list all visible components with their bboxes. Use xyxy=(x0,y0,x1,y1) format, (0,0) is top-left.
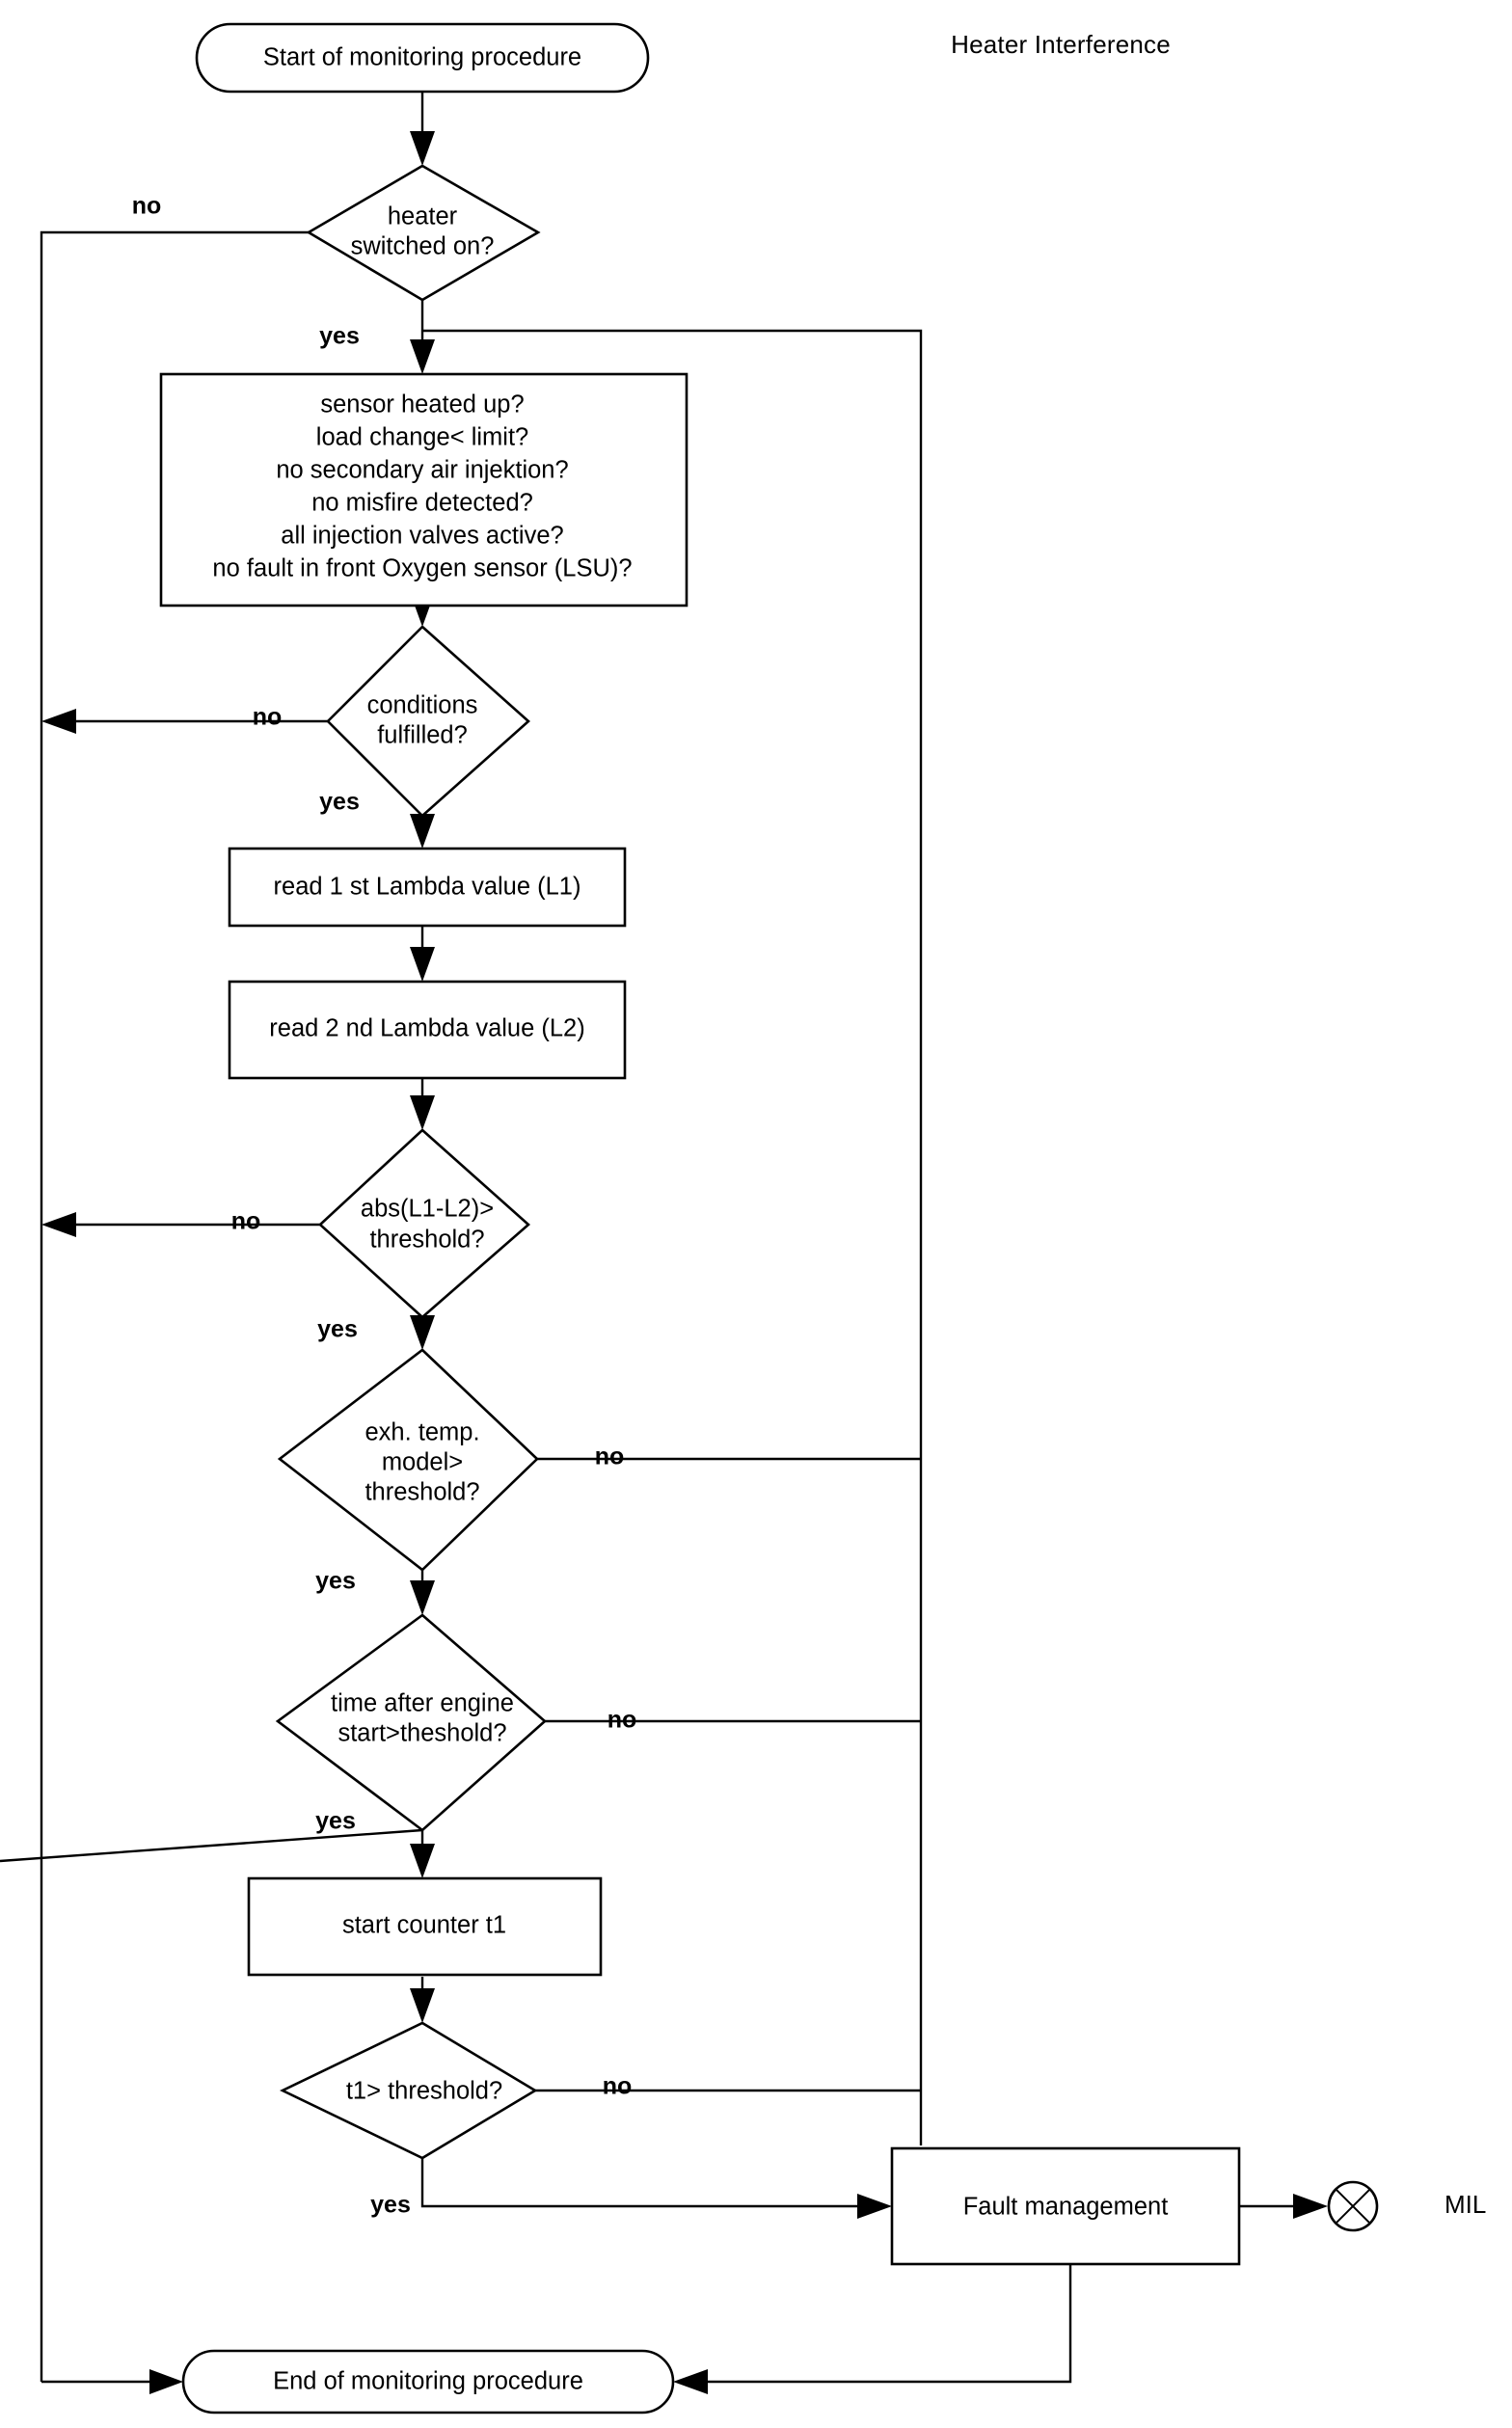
fault-management-label: Fault management xyxy=(963,2194,1169,2221)
mil-label: MIL xyxy=(1444,2190,1486,2219)
t1-decision-label: t1> threshold? xyxy=(346,2078,502,2105)
branch-label-t1-no: no xyxy=(603,2073,633,2100)
node-process-start-counter[interactable]: start counter t1 xyxy=(247,1876,603,1977)
end-terminator-label: End of monitoring procedure xyxy=(273,2368,583,2395)
conditions-decision-label-line1: conditions xyxy=(367,692,478,719)
start-counter-label: start counter t1 xyxy=(342,1912,506,1939)
branch-label-abs-yes: yes xyxy=(317,1316,358,1343)
mil-indicator-icon xyxy=(1327,2180,1379,2232)
branch-label-exh-yes: yes xyxy=(315,1568,356,1595)
edge-leftrail-to-end xyxy=(41,2369,183,2394)
branch-label-t1-yes: yes xyxy=(370,2192,411,2219)
read-l1-label: read 1 st Lambda value (L1) xyxy=(274,874,581,901)
edge-heater-no xyxy=(40,230,309,2382)
heater-decision-label-line2: switched on? xyxy=(351,233,495,260)
abs-decision-label-line1: abs(L1-L2)> xyxy=(361,1196,494,1223)
exh-decision-label-line3: threshold? xyxy=(364,1479,479,1506)
node-decision-t1-threshold[interactable]: t1> threshold? xyxy=(280,2021,538,2160)
time-decision-label-line2: start>theshold? xyxy=(338,1720,506,1747)
node-decision-conditions-fulfilled[interactable]: conditions fulfilled? xyxy=(326,625,530,818)
edge-abs-no xyxy=(41,1212,320,1237)
conditions-line-5: all injection valves active? xyxy=(281,523,563,550)
edge-start-to-heater xyxy=(410,92,435,166)
node-process-fault-management[interactable]: Fault management xyxy=(890,2146,1241,2266)
node-process-read-l2[interactable]: read 2 nd Lambda value (L2) xyxy=(228,980,627,1080)
conditions-line-4: no misfire detected? xyxy=(311,490,533,517)
node-decision-heater-switched-on[interactable]: heater switched on? xyxy=(306,164,541,302)
branch-label-heater-no: no xyxy=(132,193,162,220)
diagram-title: Heater Interference xyxy=(951,30,1171,59)
conditions-decision-label-line2: fulfilled? xyxy=(377,722,468,749)
start-terminator-label: Start of monitoring procedure xyxy=(263,44,581,71)
conditions-line-3: no secondary air injektion? xyxy=(276,457,568,484)
node-decision-time-after-start[interactable]: time after engine start>theshold? xyxy=(275,1613,547,1832)
branch-label-time-yes: yes xyxy=(315,1808,356,1835)
conditions-line-1: sensor heated up? xyxy=(320,391,524,418)
branch-label-exh-no: no xyxy=(595,1443,625,1470)
conditions-line-6: no fault in front Oxygen sensor (LSU)? xyxy=(212,555,632,582)
edge-counter-to-t1 xyxy=(410,1977,435,2023)
edge-t1-yes xyxy=(420,2158,892,2219)
node-process-conditions-box[interactable]: sensor heated up? load change< limit? no… xyxy=(159,372,688,607)
edge-conditions-no xyxy=(41,709,328,734)
exh-decision-label-line2: model> xyxy=(382,1449,463,1476)
edge-l1-to-l2 xyxy=(410,926,435,982)
branch-label-heater-yes: yes xyxy=(319,323,360,350)
node-decision-abs-diff[interactable]: abs(L1-L2)> threshold? xyxy=(318,1128,530,1319)
exh-decision-label-line1: exh. temp. xyxy=(364,1419,479,1446)
branch-label-conditions-no: no xyxy=(253,704,283,731)
heater-decision-label-line1: heater xyxy=(388,203,458,230)
abs-decision-label-line2: threshold? xyxy=(369,1227,484,1254)
conditions-line-2: load change< limit? xyxy=(316,424,528,451)
node-end-terminator[interactable]: End of monitoring procedure xyxy=(181,2349,675,2415)
edge-l2-to-abs xyxy=(410,1078,435,1130)
node-start-terminator[interactable]: Start of monitoring procedure xyxy=(195,22,650,94)
branch-label-conditions-yes: yes xyxy=(319,789,360,816)
edge-time-yes xyxy=(0,1828,435,1878)
branch-label-abs-no: no xyxy=(231,1208,261,1235)
read-l2-label: read 2 nd Lambda value (L2) xyxy=(269,1015,584,1042)
node-decision-exh-temp[interactable]: exh. temp. model> threshold? xyxy=(277,1348,539,1572)
edge-exh-yes xyxy=(410,1570,435,1615)
edge-fault-to-mil xyxy=(1239,2194,1328,2219)
time-decision-label-line1: time after engine xyxy=(331,1690,514,1717)
branch-label-time-no: no xyxy=(608,1707,637,1734)
edge-fault-to-end xyxy=(673,2264,1072,2394)
node-process-read-l1[interactable]: read 1 st Lambda value (L1) xyxy=(228,847,627,928)
